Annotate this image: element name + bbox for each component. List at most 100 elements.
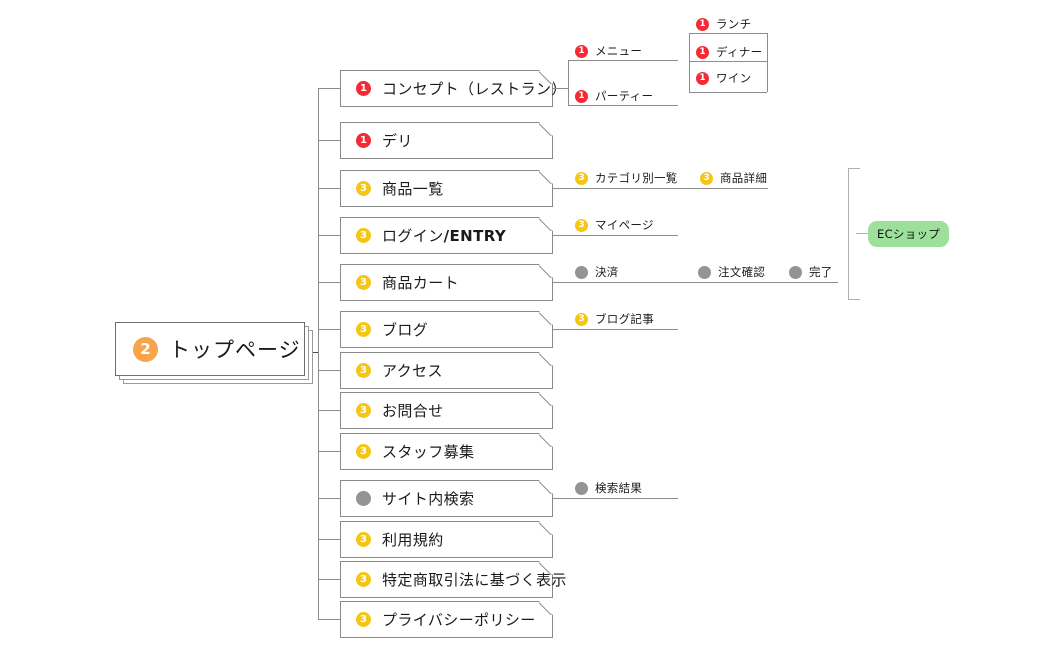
fold-corner-icon: [539, 217, 553, 231]
level-badge: 3: [356, 612, 371, 627]
sub-item-lunch[interactable]: 1 ランチ: [696, 16, 751, 32]
sub-item-label: カテゴリ別一覧: [595, 171, 678, 185]
rule-product-list-subs: [553, 188, 768, 189]
connector-stub-6: [318, 329, 340, 330]
level-badge: 1: [575, 44, 588, 58]
login-text: ログイン: [382, 227, 444, 245]
page-box-label: 商品一覧: [382, 180, 444, 198]
level-badge: 3: [700, 171, 713, 185]
sub-item-label: 商品詳細: [720, 171, 768, 185]
level-badge: 3: [356, 228, 371, 243]
fold-corner-icon: [539, 521, 553, 535]
level-badge: [356, 491, 371, 506]
level-badge: 3: [356, 532, 371, 547]
page-box-terms[interactable]: 3 利用規約: [340, 521, 553, 558]
sub-item-mypage[interactable]: 3 マイページ: [575, 217, 654, 233]
level-badge: 3: [356, 181, 371, 196]
sub-item-label: マイページ: [595, 218, 654, 232]
connector-stub-3: [318, 188, 340, 189]
page-box-cart[interactable]: 3 商品カート: [340, 264, 553, 301]
group-badge-ec-shop[interactable]: ECショップ: [868, 221, 950, 247]
rule-cart-subs: [553, 282, 838, 283]
level-badge: 1: [696, 45, 709, 59]
level-badge: 3: [356, 444, 371, 459]
sub-item-product-detail[interactable]: 3 商品詳細: [700, 170, 767, 186]
page-box-label: 商品カート: [382, 274, 460, 292]
page-box-label: アクセス: [382, 362, 443, 380]
root-node-top-page[interactable]: 2 トップページ: [115, 322, 313, 384]
connector-concept-out: [553, 88, 569, 89]
level-badge: 3: [575, 312, 588, 326]
connector-stub-13: [318, 619, 340, 620]
sub-item-complete[interactable]: 完了: [789, 264, 833, 280]
level-badge: [789, 265, 802, 279]
page-box-label: お問合せ: [382, 402, 444, 420]
sub-item-party[interactable]: 1 パーティー: [575, 88, 653, 104]
page-box-blog[interactable]: 3 ブログ: [340, 311, 553, 348]
page-box-site-search[interactable]: サイト内検索: [340, 480, 553, 517]
page-box-product-list[interactable]: 3 商品一覧: [340, 170, 553, 207]
page-box-concept[interactable]: 1 コンセプト（レストラン）: [340, 70, 566, 107]
page-box-law-notice[interactable]: 3 特定商取引法に基づく表示: [340, 561, 566, 598]
connector-menu-right-edge: [767, 33, 768, 92]
rule-party: [568, 105, 678, 106]
page-box-login-entry[interactable]: 3 ログイン/ENTRY: [340, 217, 553, 254]
level-badge: 3: [575, 218, 588, 232]
ec-shop-bracket-stub: [856, 233, 870, 234]
sub-item-category-list[interactable]: 3 カテゴリ別一覧: [575, 170, 678, 186]
level-badge: [698, 265, 711, 279]
sub-item-menu[interactable]: 1 メニュー: [575, 43, 642, 59]
fold-corner-icon: [539, 70, 553, 84]
root-level-badge: 2: [133, 336, 158, 362]
connector-menu-branch: [689, 33, 690, 92]
fold-corner-icon: [539, 433, 553, 447]
sub-item-payment[interactable]: 決済: [575, 264, 619, 280]
page-box-label: 特定商取引法に基づく表示: [382, 571, 567, 589]
level-badge: [575, 265, 588, 279]
connector-stub-12: [318, 579, 340, 580]
sub-item-search-result[interactable]: 検索結果: [575, 480, 642, 496]
level-badge: 3: [356, 275, 371, 290]
connector-stub-4: [318, 235, 340, 236]
page-box-contact[interactable]: 3 お問合せ: [340, 392, 553, 429]
page-box-access[interactable]: 3 アクセス: [340, 352, 553, 389]
page-box-privacy-policy[interactable]: 3 プライバシーポリシー: [340, 601, 553, 638]
root-label: トップページ: [169, 338, 301, 362]
connector-stub-5: [318, 282, 340, 283]
connector-stub-9: [318, 451, 340, 452]
sub-item-label: ブログ記事: [595, 312, 654, 326]
sub-item-label: メニュー: [595, 44, 643, 58]
sub-item-wine[interactable]: 1 ワイン: [696, 70, 751, 86]
level-badge: 1: [696, 71, 709, 85]
sub-item-label: 決済: [595, 265, 619, 279]
sub-item-label: 注文確認: [718, 265, 766, 279]
rule-dinner: [689, 61, 767, 62]
level-badge: 1: [696, 17, 709, 31]
level-badge: 1: [356, 81, 371, 96]
connector-trunk: [318, 88, 319, 619]
sub-item-order-confirm[interactable]: 注文確認: [698, 264, 765, 280]
sub-item-blog-article[interactable]: 3 ブログ記事: [575, 311, 654, 327]
connector-stub-11: [318, 539, 340, 540]
page-box-label: 利用規約: [382, 531, 444, 549]
page-box-label: デリ: [382, 132, 413, 150]
fold-corner-icon: [539, 264, 553, 278]
rule-menu: [568, 60, 678, 61]
level-badge: 3: [356, 403, 371, 418]
page-box-recruit[interactable]: 3 スタッフ募集: [340, 433, 553, 470]
sub-item-dinner[interactable]: 1 ディナー: [696, 44, 762, 60]
fold-corner-icon: [539, 170, 553, 184]
fold-corner-icon: [539, 392, 553, 406]
rule-blog-article: [553, 329, 678, 330]
page-box-deli[interactable]: 1 デリ: [340, 122, 553, 159]
connector-stub-7: [318, 370, 340, 371]
level-badge: [575, 481, 588, 495]
fold-corner-icon: [539, 561, 553, 575]
level-badge: 3: [575, 171, 588, 185]
rule-lunch: [689, 33, 767, 34]
page-box-label: サイト内検索: [382, 490, 475, 508]
level-badge: 3: [356, 322, 371, 337]
sub-item-label: ディナー: [716, 45, 763, 59]
rule-search-result: [553, 498, 678, 499]
